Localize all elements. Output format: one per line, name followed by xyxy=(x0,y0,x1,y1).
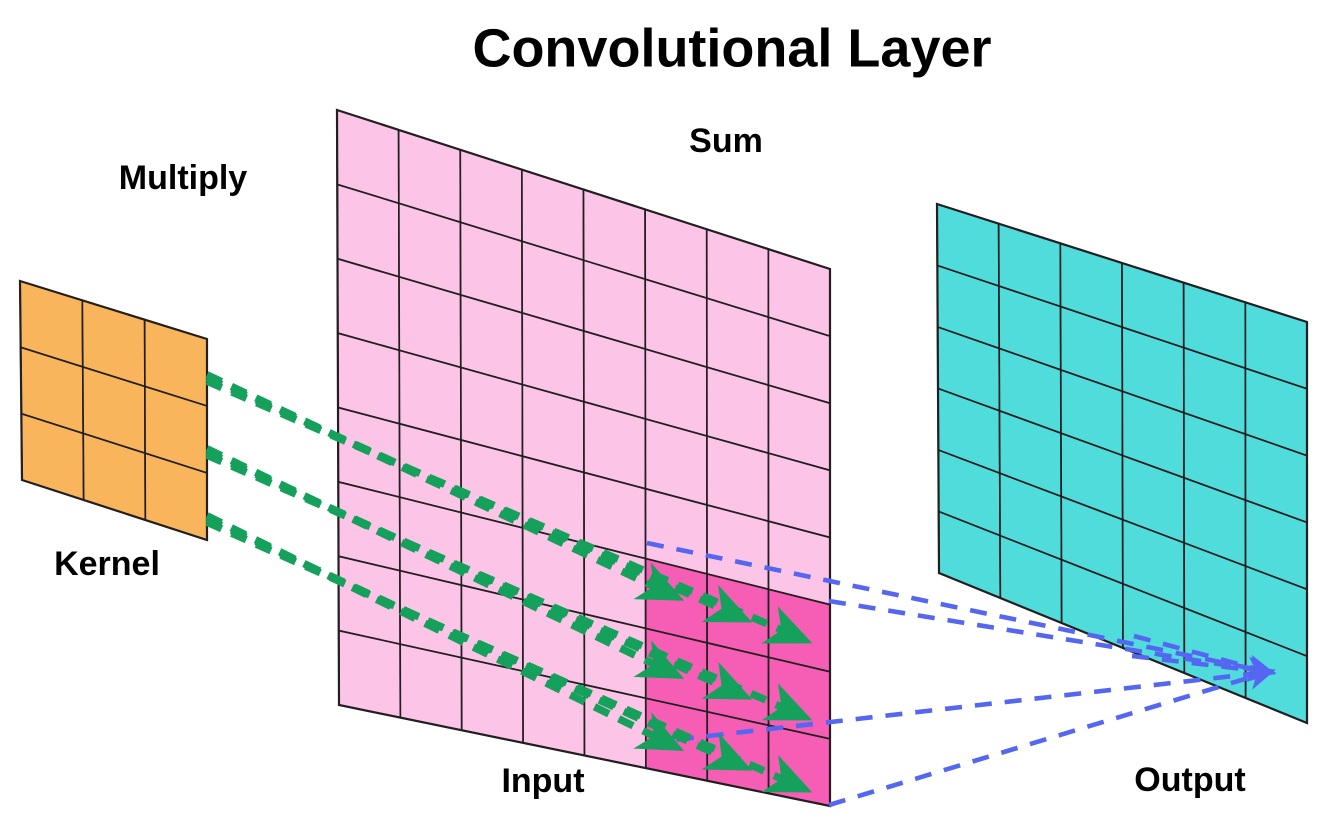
output-plane xyxy=(935,202,1309,725)
input-cell xyxy=(583,683,647,770)
output-outline xyxy=(935,202,1309,725)
kernel-label: Kernel xyxy=(54,545,160,583)
input-cell xyxy=(767,724,831,808)
multiply-label: Multiply xyxy=(119,159,248,197)
input-cell xyxy=(644,627,709,713)
input-cell xyxy=(460,656,524,744)
dashed-arrow-blue-icon xyxy=(828,665,1276,808)
dashed-arrow-blue-icon xyxy=(646,669,1269,746)
dashed-arrow-blue-icon xyxy=(646,540,1269,675)
page-title: Convolutional Layer xyxy=(472,18,991,78)
dashed-arrow-green-icon xyxy=(205,374,753,623)
input-cell xyxy=(337,629,402,719)
sum-label: Sum xyxy=(689,122,763,160)
dashed-arrow-blue-icon xyxy=(1131,653,1277,682)
input-cell xyxy=(583,612,647,700)
dashed-arrow-green-icon xyxy=(205,518,813,793)
multiply-arrow-group xyxy=(205,371,813,793)
kernel-outline xyxy=(18,279,209,542)
kernel-plane xyxy=(18,279,209,542)
output-label: Output xyxy=(1134,761,1245,799)
dashed-arrow-blue-icon xyxy=(828,598,1277,682)
input-cell xyxy=(399,643,463,732)
dashed-arrow-blue-icon xyxy=(1133,633,1276,679)
input-label: Input xyxy=(501,762,584,800)
input-cell xyxy=(706,710,770,795)
sum-arrow-group xyxy=(646,540,1277,808)
